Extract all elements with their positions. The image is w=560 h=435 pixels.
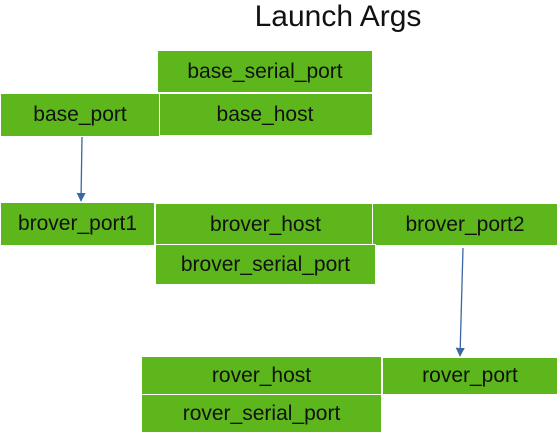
node-base-host: base_host [157,93,373,136]
node-brover-serial-port: brover_serial_port [155,244,376,285]
edge-brover-port2-to-rover-port [455,247,465,357]
diagram-title: Launch Args [254,0,422,33]
node-base-serial-port: base_serial_port [157,50,373,93]
node-base-port: base_port [0,93,160,137]
node-rover-host: rover_host [141,356,382,395]
edge-base-port-to-brover-port1 [76,136,86,202]
node-brover-host: brover_host [155,203,376,246]
node-brover-port2: brover_port2 [372,203,558,246]
node-rover-serial-port: rover_serial_port [141,394,382,433]
node-brover-port1: brover_port1 [0,202,155,246]
node-rover-port: rover_port [382,357,558,395]
